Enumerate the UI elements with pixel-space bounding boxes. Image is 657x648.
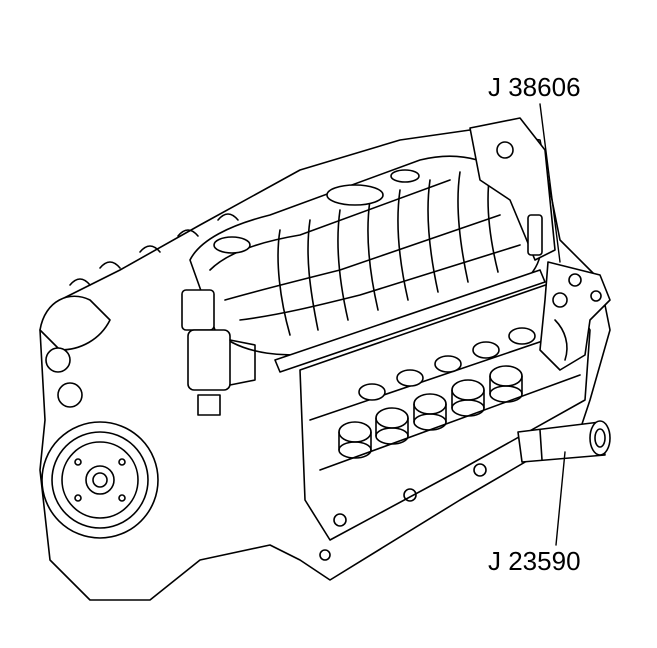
coolant-hose xyxy=(39,295,111,351)
leader-line-j23590 xyxy=(555,451,566,546)
callout-j38606: J 38606 xyxy=(488,72,581,102)
hose-fitting xyxy=(45,347,71,373)
rear-bracket xyxy=(469,117,556,261)
tool-j23590 xyxy=(517,420,611,463)
valve-springs xyxy=(338,327,536,459)
leader-line-j38606 xyxy=(539,103,561,263)
throttle-body xyxy=(181,289,256,416)
callout-j23590: J 23590 xyxy=(488,546,581,576)
cylinder-head xyxy=(299,279,591,541)
fuel-rail xyxy=(274,269,546,373)
crankshaft-pulley xyxy=(41,421,159,539)
left-spark-plug-boots xyxy=(69,213,239,286)
tool-j38606 xyxy=(539,261,611,371)
